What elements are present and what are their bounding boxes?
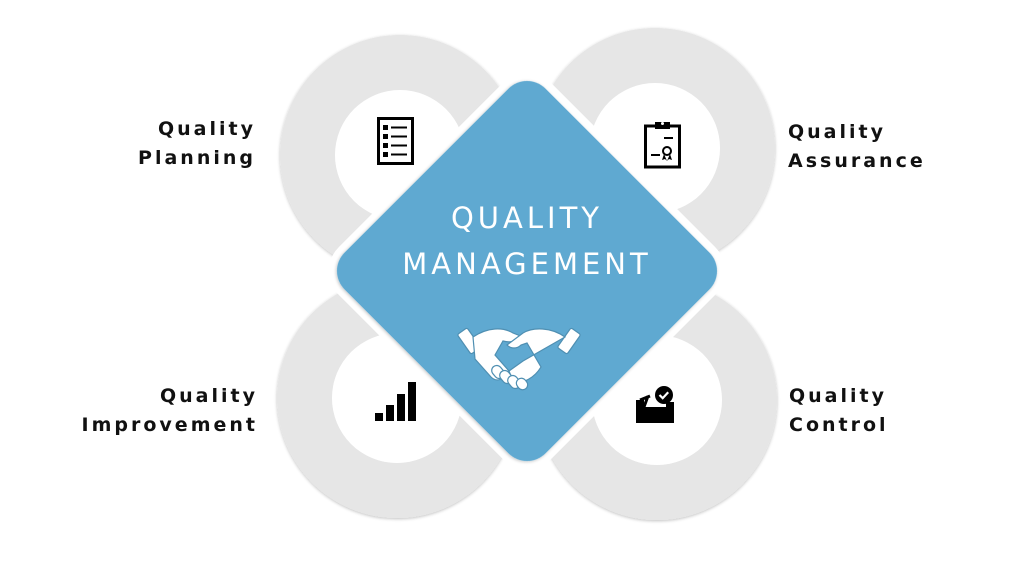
center-diamond (328, 72, 726, 470)
label-quality-assurance: Quality Assurance (788, 121, 926, 172)
bar-chart-icon (375, 382, 416, 421)
label-quality-planning: Quality Planning (138, 118, 256, 169)
center-title: QUALITY MANAGEMENT (327, 198, 727, 284)
handshake-icon (457, 327, 581, 391)
checklist-icon (377, 117, 414, 165)
label-quality-control: Quality Control (789, 385, 889, 436)
center-title-line2: MANAGEMENT (402, 247, 652, 281)
center-title-line1: QUALITY (450, 201, 604, 235)
inbox-check-icon (636, 386, 674, 423)
label-quality-improvement: Quality Improvement (81, 385, 258, 436)
clipboard-certificate-icon (644, 122, 681, 169)
